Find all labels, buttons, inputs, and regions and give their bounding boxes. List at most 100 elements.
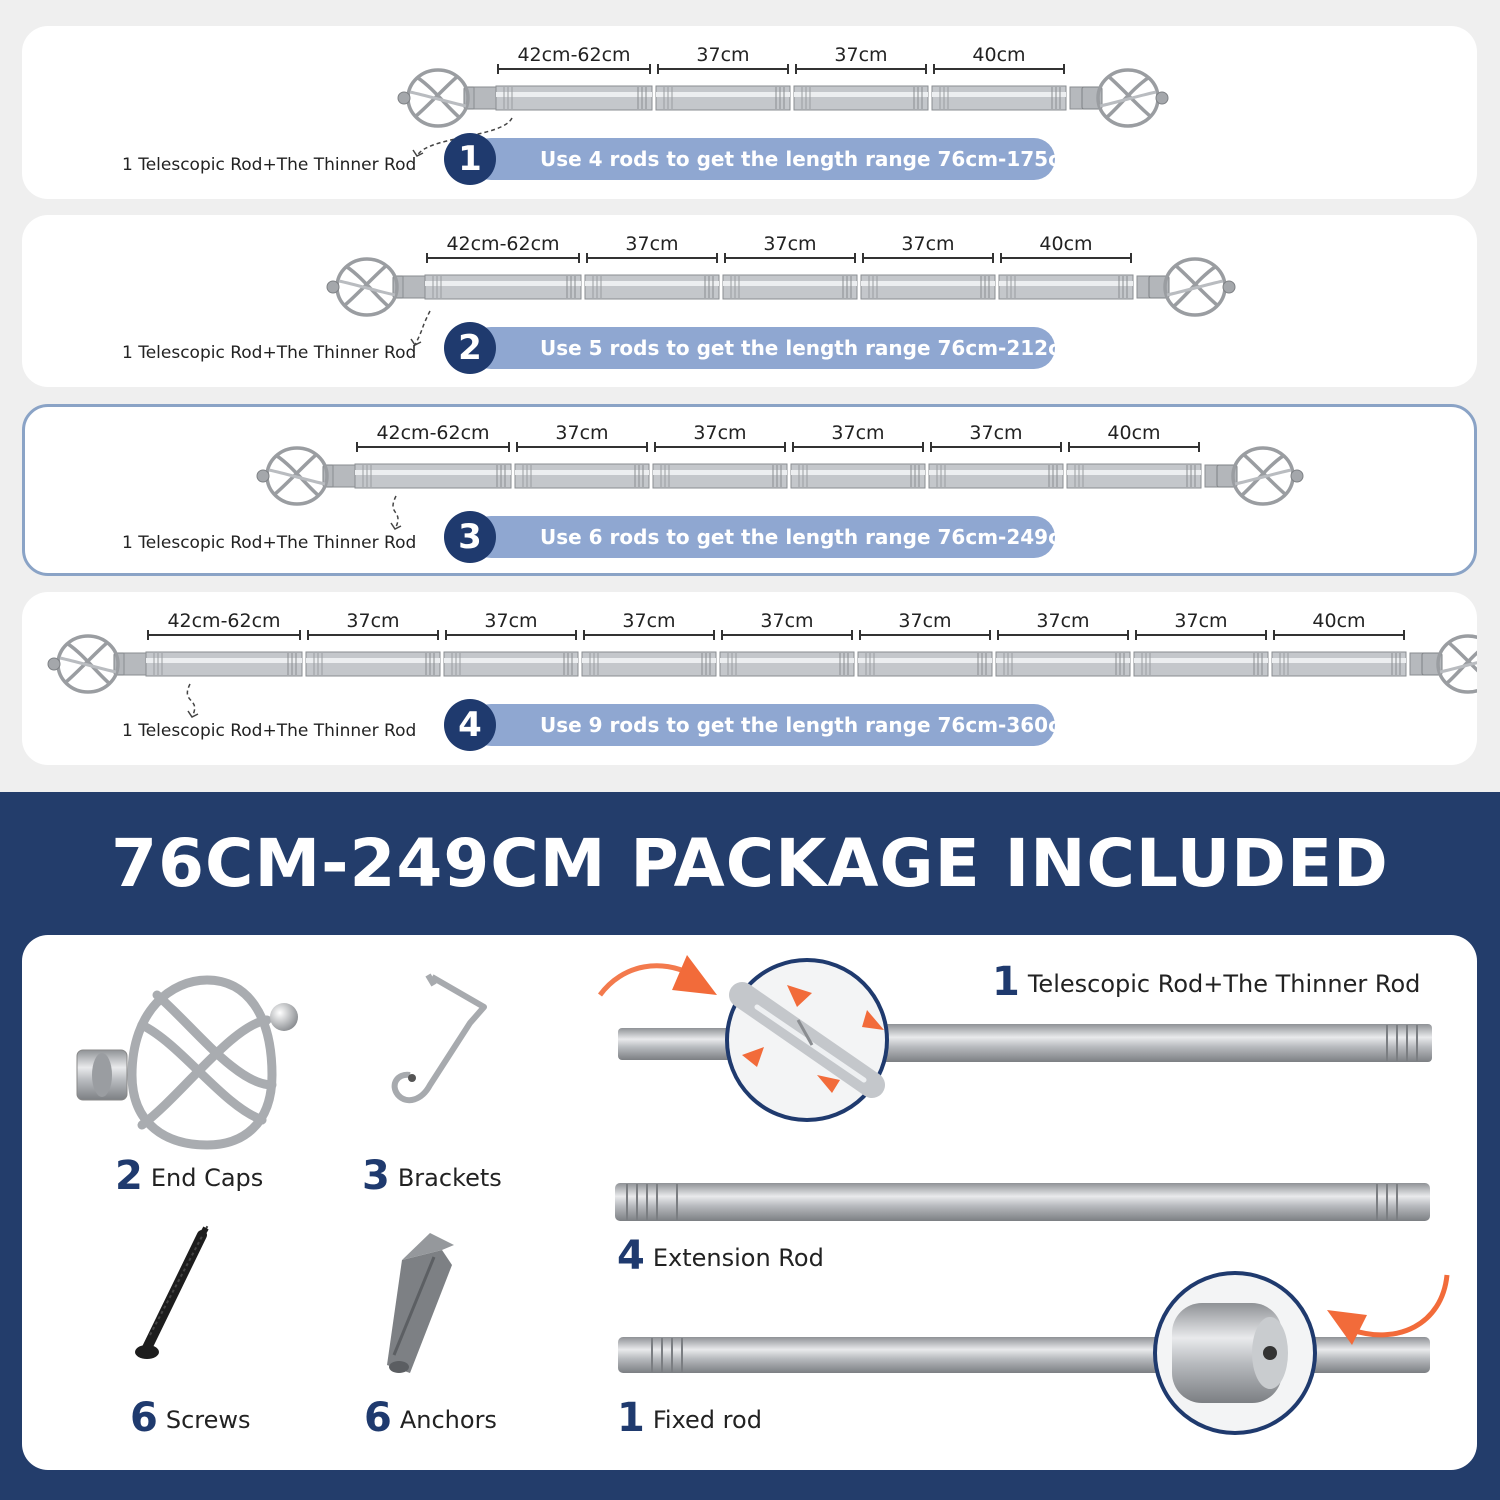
- config-pill-1: 1 Use 4 rods to get the length range 76c…: [444, 133, 1081, 185]
- dimension-marker: [721, 630, 853, 640]
- dimension-marker: [1000, 253, 1132, 263]
- rod-segment: [581, 651, 717, 677]
- dimension-marker: [497, 64, 651, 74]
- config-number-badge: 4: [444, 699, 496, 751]
- rod-segment: [860, 274, 996, 300]
- rod-segment: [793, 85, 929, 111]
- rod-connector: [332, 464, 358, 488]
- rod-connector: [123, 652, 149, 676]
- dimension-marker: [930, 442, 1062, 452]
- dimension-marker: [795, 64, 927, 74]
- side-label: 1 Telescopic Rod+The Thinner Rod: [122, 343, 417, 363]
- item-count: 4: [617, 1233, 645, 1279]
- package-title: 76CM-249CM PACKAGE INCLUDED: [111, 825, 1389, 902]
- dimension-marker: [445, 630, 577, 640]
- segment-length-label: 37cm: [898, 610, 951, 632]
- rod-segment: [145, 651, 303, 677]
- item-count: 2: [115, 1153, 143, 1199]
- rod-segment: [652, 463, 788, 489]
- segment-length-label: 42cm-62cm: [376, 422, 489, 444]
- segment-length-label: 37cm: [622, 610, 675, 632]
- finial-icon: [1216, 446, 1304, 506]
- config-number-badge: 1: [444, 133, 496, 185]
- dimension-marker: [933, 64, 1065, 74]
- pointer-arrowhead: [410, 338, 422, 346]
- item-label: Anchors: [399, 1406, 497, 1434]
- rod-connector: [402, 275, 428, 299]
- config-number-badge: 2: [444, 322, 496, 374]
- screw-icon: [135, 1224, 209, 1359]
- wall-anchor-icon: [387, 1233, 454, 1373]
- segment-length-label: 42cm-62cm: [167, 610, 280, 632]
- item-label: Extension Rod: [652, 1244, 824, 1272]
- rod-segment: [1271, 651, 1407, 677]
- config-pill-4: 4 Use 9 rods to get the length range 76c…: [444, 699, 1081, 751]
- item-label: Fixed rod: [652, 1406, 762, 1434]
- segment-length-label: 40cm: [1312, 610, 1365, 632]
- rod-segment: [443, 651, 579, 677]
- segment-length-label: 37cm: [831, 422, 884, 444]
- rod-connector: [473, 86, 499, 110]
- segment-length-label: 37cm: [901, 233, 954, 255]
- segment-length-label: 37cm: [693, 422, 746, 444]
- rod-segment: [514, 463, 650, 489]
- dimension-marker: [516, 442, 648, 452]
- dimension-marker: [583, 630, 715, 640]
- segment-length-label: 37cm: [625, 233, 678, 255]
- rod-segment: [857, 651, 993, 677]
- segment-length-label: 37cm: [834, 44, 887, 66]
- finial-icon: [47, 634, 135, 694]
- rod-segment: [722, 274, 858, 300]
- fixed-rod-icon: [618, 1271, 1450, 1435]
- dimension-marker: [862, 253, 994, 263]
- package-illustrations: [76, 955, 1450, 1435]
- dimension-marker: [1068, 442, 1200, 452]
- dimension-marker: [147, 630, 301, 640]
- dimension-marker: [792, 442, 924, 452]
- config-description: Use 6 rods to get the length range 76cm-…: [540, 525, 1081, 549]
- item-count: 3: [362, 1153, 390, 1199]
- pointer-arrow: [186, 683, 196, 718]
- dimension-marker: [657, 64, 789, 74]
- segment-length-label: 42cm-62cm: [446, 233, 559, 255]
- rod-segment: [305, 651, 441, 677]
- segment-length-label: 37cm: [763, 233, 816, 255]
- config-pill-3: 3 Use 6 rods to get the length range 76c…: [444, 511, 1081, 563]
- rod-segment: [790, 463, 926, 489]
- item-label: End Caps: [150, 1164, 264, 1192]
- dimension-marker: [997, 630, 1129, 640]
- rod-segment: [931, 85, 1067, 111]
- config-pill-2: 2 Use 5 rods to get the length range 76c…: [444, 322, 1081, 374]
- side-label: 1 Telescopic Rod+The Thinner Rod: [122, 721, 417, 741]
- rod-segment: [1133, 651, 1269, 677]
- dimension-marker: [426, 253, 580, 263]
- extension-rod-icon: [615, 1183, 1430, 1221]
- segment-length-label: 37cm: [484, 610, 537, 632]
- dimension-marker: [356, 442, 510, 452]
- item-count: 6: [364, 1395, 392, 1441]
- finial-icon: [1081, 68, 1169, 128]
- config-number-badge: 3: [444, 511, 496, 563]
- pointer-arrow: [414, 310, 431, 346]
- item-label: Screws: [165, 1406, 251, 1434]
- dimension-marker: [1273, 630, 1405, 640]
- item-label: Telescopic Rod+The Thinner Rod: [1027, 970, 1421, 998]
- rod-segment: [998, 274, 1134, 300]
- side-label: 1 Telescopic Rod+The Thinner Rod: [122, 155, 417, 175]
- config-description: Use 5 rods to get the length range 76cm-…: [540, 336, 1081, 360]
- item-count: 6: [130, 1395, 158, 1441]
- dimension-marker: [859, 630, 991, 640]
- segment-length-label: 37cm: [555, 422, 608, 444]
- rod-segment: [995, 651, 1131, 677]
- side-label: 1 Telescopic Rod+The Thinner Rod: [122, 533, 417, 553]
